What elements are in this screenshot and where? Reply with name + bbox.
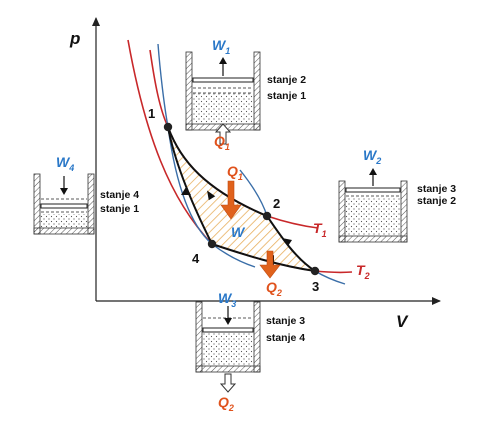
heat-in-arrow-icon [220,180,242,220]
cylinder-right-state-a: stanje 3 [417,183,456,195]
cylinder-top [185,51,261,131]
cycle-path-1-2 [167,126,268,217]
cylinder-left-work-label: W4 [56,154,74,173]
cycle-path-3-4 [211,243,316,272]
cylinder-bottom-work-label: W3 [218,290,236,309]
heat-in-center-label: Q1 [227,163,243,182]
cylinder-bottom [195,301,261,373]
state-point-1 [163,122,173,132]
cylinder-bottom-heat-label: Q2 [218,394,234,413]
cylinder-top-heat-arrow-icon [214,123,232,145]
cycle-arrow-1-2 [207,190,216,201]
cycle-path-2-3 [266,215,316,272]
cycle-arrow-2-3 [282,238,292,246]
state-label-4: 4 [192,251,200,266]
state-point-4 [207,239,217,249]
state-label-2: 2 [273,196,280,211]
p-axis-label: p [69,29,80,48]
v-axis-label: V [396,312,409,331]
isotherm-t1-label: T1 [313,220,327,239]
cylinder-top-work-label: W1 [212,37,230,56]
cylinder-left [33,173,95,235]
state-point-3 [310,266,320,276]
cylinder-top-heat-label: Q1 [214,133,230,152]
cylinder-bottom-heat-arrow-icon [219,373,237,393]
cylinder-left-state-a: stanje 4 [100,189,139,201]
cylinder-top-state-a: stanje 2 [267,74,306,86]
cycle-arrow-4-1 [181,187,191,195]
cylinder-top-state-b: stanje 1 [267,90,306,102]
cylinder-right-work-label: W2 [363,147,381,166]
adiabat-a-curve [157,43,256,268]
state-label-3: 3 [312,279,319,294]
work-area-hatch [168,127,315,271]
cylinder-bottom-state-b: stanje 4 [266,332,305,344]
heat-out-arrow-icon [259,250,281,279]
state-label-1: 1 [148,106,155,121]
cycle-path-4-1 [167,126,213,245]
work-center-label: W [231,224,246,240]
cylinder-right [338,168,408,243]
cylinder-left-state-b: stanje 1 [100,203,139,215]
state-point-2 [262,211,272,221]
heat-out-center-label: Q2 [266,279,282,298]
isotherm-t2-label: T2 [356,262,370,281]
cylinder-bottom-state-a: stanje 3 [266,315,305,327]
cylinder-right-state-b: stanje 2 [417,195,456,207]
